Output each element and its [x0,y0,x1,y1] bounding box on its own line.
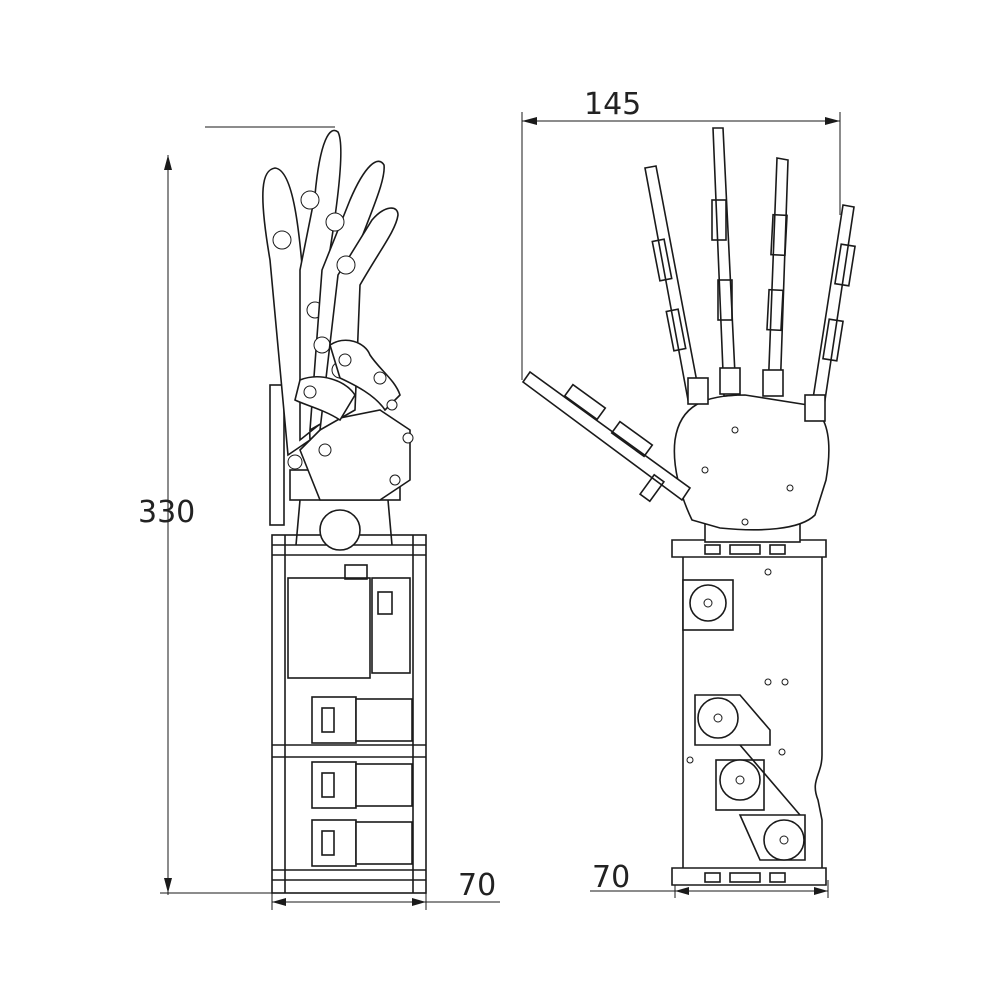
side-depth-dimension: 70 [271,868,500,910]
side-depth-label: 70 [458,868,496,903]
front-thumb [521,370,692,503]
robotic-hand-front-view [521,127,856,886]
side-motor-2 [311,761,413,809]
side-motor-3 [311,819,413,867]
front-finger-2 [711,127,737,397]
width-dimension: 145 [521,87,841,380]
front-servo-3 [715,759,765,811]
height-dimension: 330 [138,126,335,895]
front-servo-2 [694,694,771,746]
front-depth-dimension: 70 [590,860,829,898]
side-motor-1 [311,696,413,744]
front-palm [673,394,830,531]
height-label: 330 [138,495,195,530]
robotic-hand-side-view [262,129,427,894]
width-label: 145 [584,87,641,122]
front-finger-1 [644,165,701,401]
front-depth-label: 70 [592,860,630,895]
front-finger-4 [809,204,856,421]
front-servo-4 [738,814,806,861]
front-servo-1 [682,579,734,631]
front-finger-3 [766,157,789,396]
